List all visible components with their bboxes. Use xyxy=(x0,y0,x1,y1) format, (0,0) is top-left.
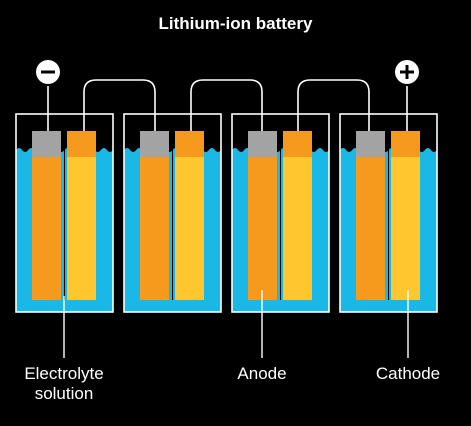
battery-cell xyxy=(123,113,222,313)
cell-container xyxy=(339,113,438,313)
negative-terminal xyxy=(36,60,60,84)
anode-cap xyxy=(356,131,385,157)
cell-container xyxy=(231,113,330,313)
cathode-electrode xyxy=(283,157,312,300)
battery-cell xyxy=(15,113,114,313)
electrolyte-label-line1: Electrolyte xyxy=(24,364,104,383)
cell-container xyxy=(123,113,222,313)
anode-electrode xyxy=(356,157,385,300)
anode-electrode xyxy=(32,157,61,300)
anode-cap xyxy=(140,131,169,157)
electrolyte-label-line2: solution xyxy=(34,384,94,403)
leader-lines xyxy=(63,290,409,358)
wire-cell1-cell2 xyxy=(83,79,156,131)
cathode-electrode xyxy=(67,157,96,300)
wire-cell2-cell3 xyxy=(190,79,263,131)
positive-terminal xyxy=(395,60,419,84)
battery-cells xyxy=(15,113,438,313)
cathode-electrode xyxy=(391,157,420,300)
battery-cell xyxy=(339,113,438,313)
cathode-cap xyxy=(283,131,312,157)
electrolyte-label: Electrolyte solution xyxy=(4,364,124,404)
wire-cell3-cell4 xyxy=(297,79,370,131)
anode-label: Anode xyxy=(237,364,287,383)
diagram-title: Lithium-ion battery xyxy=(158,14,313,33)
anode-cap xyxy=(32,131,61,157)
cathode-cap xyxy=(391,131,420,157)
connector-wires xyxy=(47,79,408,131)
cathode-electrode xyxy=(175,157,204,300)
cathode-cap xyxy=(67,131,96,157)
anode-electrode xyxy=(140,157,169,300)
battery-cell xyxy=(231,113,330,313)
cathode-label: Cathode xyxy=(375,364,441,383)
anode-electrode xyxy=(248,157,277,300)
cathode-cap xyxy=(175,131,204,157)
anode-cap xyxy=(248,131,277,157)
